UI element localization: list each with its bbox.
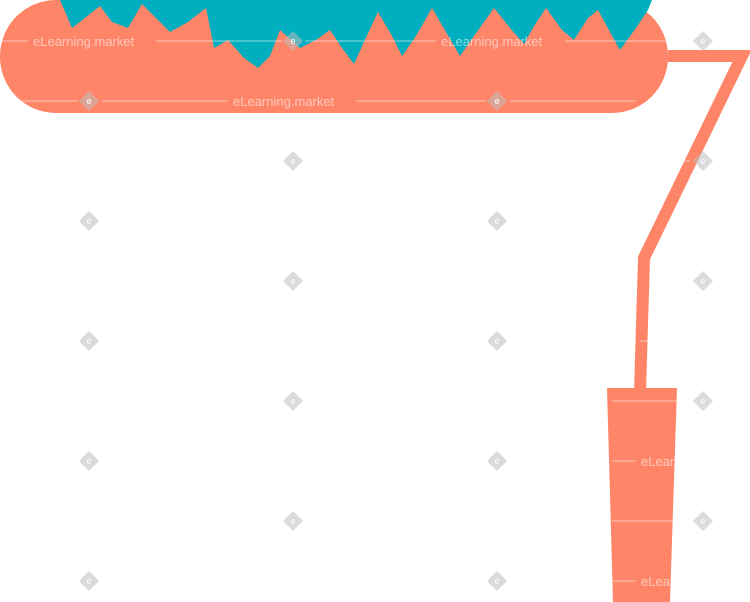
watermark-logo-icon: e (283, 31, 303, 51)
watermark-logo-icon: e (79, 211, 99, 231)
svg-text:e: e (290, 396, 295, 406)
svg-text:e: e (290, 36, 295, 46)
watermark-text: eLearning.market (233, 94, 335, 109)
watermark-logo-icon: e (283, 511, 303, 531)
watermark-logo-icon: e (693, 151, 713, 171)
svg-text:e: e (700, 156, 705, 166)
svg-text:e: e (290, 516, 295, 526)
watermark-logo-icon: e (693, 391, 713, 411)
svg-text:e: e (86, 216, 91, 226)
watermark-logo-icon: e (693, 31, 713, 51)
svg-text:e: e (494, 456, 499, 466)
roller-handle-rod (634, 50, 750, 393)
roller-handle-grip (607, 388, 677, 602)
svg-text:e: e (86, 576, 91, 586)
watermark-text: eLearning.market (441, 34, 543, 49)
paint-drip-shape (60, 0, 652, 68)
svg-text:e: e (494, 96, 499, 106)
svg-text:e: e (700, 36, 705, 46)
watermark-logo-icon: e (487, 331, 507, 351)
watermark-logo-icon: e (79, 331, 99, 351)
watermark-logo-icon: e (693, 511, 713, 531)
svg-text:e: e (86, 96, 91, 106)
svg-text:e: e (290, 156, 295, 166)
watermark-logo-icon: e (283, 391, 303, 411)
watermark-logo-icon: e (79, 451, 99, 471)
svg-text:e: e (86, 456, 91, 466)
svg-text:e: e (700, 516, 705, 526)
watermark-logo-icon: e (487, 571, 507, 591)
watermark-logo-icon: e (487, 451, 507, 471)
watermark-layer: eLearning.market eLearning.market eLearnin… (0, 31, 743, 591)
svg-text:e: e (290, 276, 295, 286)
watermark-text: eLearning.market (641, 574, 743, 589)
watermark-logo-icon: e (79, 91, 99, 111)
watermark-logo-icon: e (487, 211, 507, 231)
svg-text:e: e (494, 336, 499, 346)
svg-text:e: e (700, 396, 705, 406)
svg-text:e: e (494, 216, 499, 226)
watermark-logo-icon: e (283, 151, 303, 171)
svg-text:e: e (86, 336, 91, 346)
watermark-text: eLearning.market (641, 454, 743, 469)
watermark-text: eLearning.market (33, 34, 135, 49)
watermark-logo-icon: e (79, 571, 99, 591)
svg-text:e: e (700, 276, 705, 286)
watermark-logo-icon: e (693, 271, 713, 291)
svg-text:e: e (494, 576, 499, 586)
watermark-logo-icon: e (283, 271, 303, 291)
watermark-logo-icon: e (487, 91, 507, 111)
